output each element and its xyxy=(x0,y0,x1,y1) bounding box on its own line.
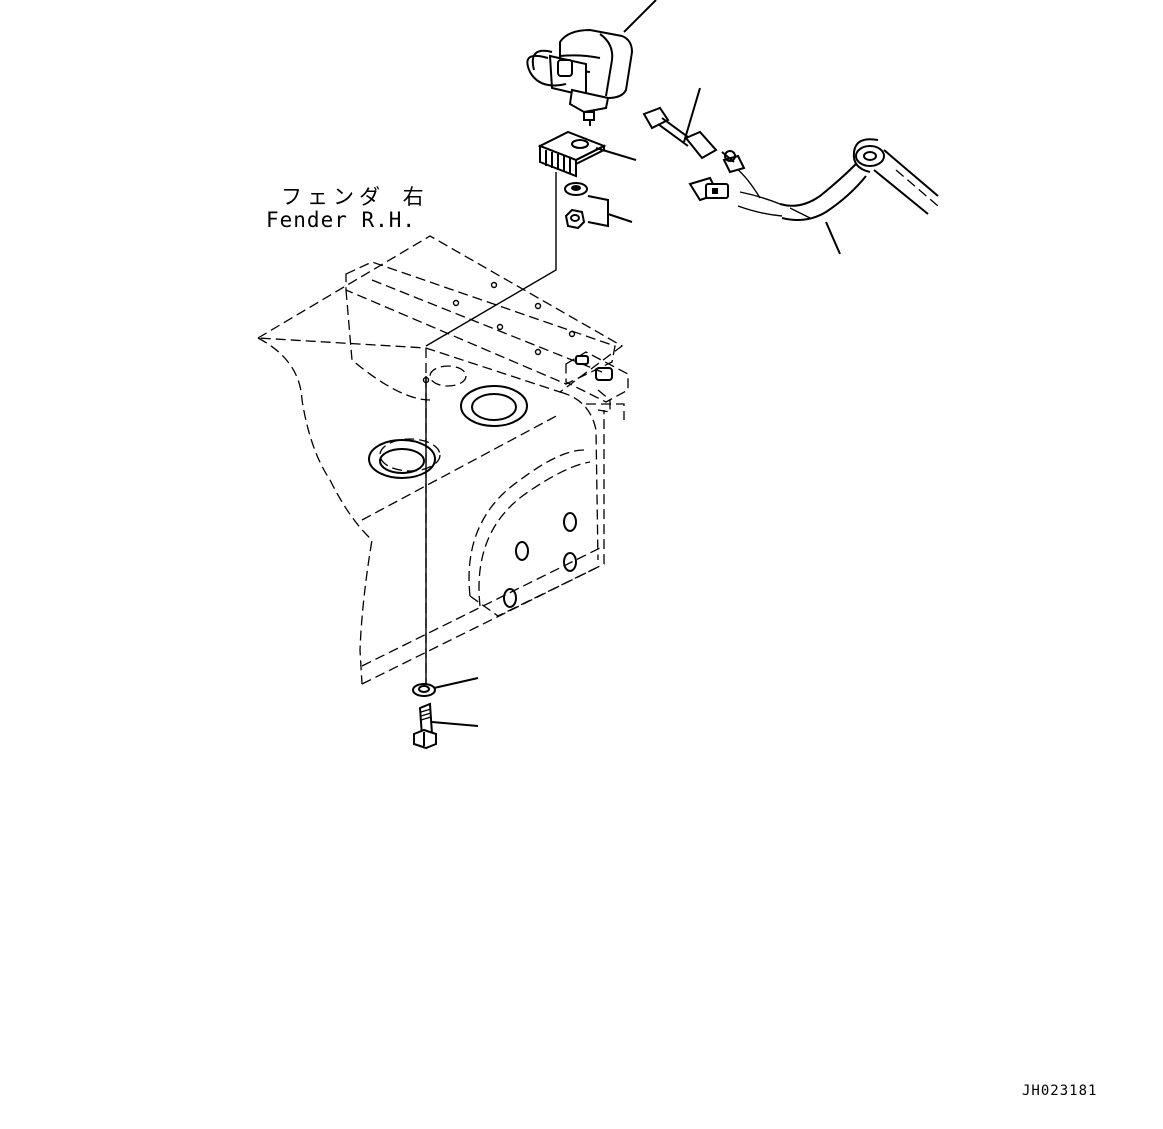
grommet-rings xyxy=(368,385,528,479)
washer-icon xyxy=(564,182,588,196)
part-label-japanese: フェンダ 右 xyxy=(281,185,429,209)
block-slot xyxy=(575,355,589,365)
block-hole xyxy=(595,367,613,381)
assembly-centerline xyxy=(425,172,557,347)
side-plate-holes xyxy=(503,512,577,608)
lower-washer-icon xyxy=(412,677,479,697)
bracket-icon xyxy=(537,130,637,178)
bolt-icon xyxy=(413,702,479,750)
wire-harness-icon xyxy=(688,138,939,255)
drawing-code: JH023181 xyxy=(1022,1083,1098,1099)
nut-icon xyxy=(564,195,633,230)
fender-outline xyxy=(257,235,629,685)
mount-holes xyxy=(422,281,576,384)
work-lamp-icon xyxy=(526,0,657,126)
connector-plug-icon xyxy=(642,87,718,160)
part-label-english: Fender R.H. xyxy=(266,208,417,232)
